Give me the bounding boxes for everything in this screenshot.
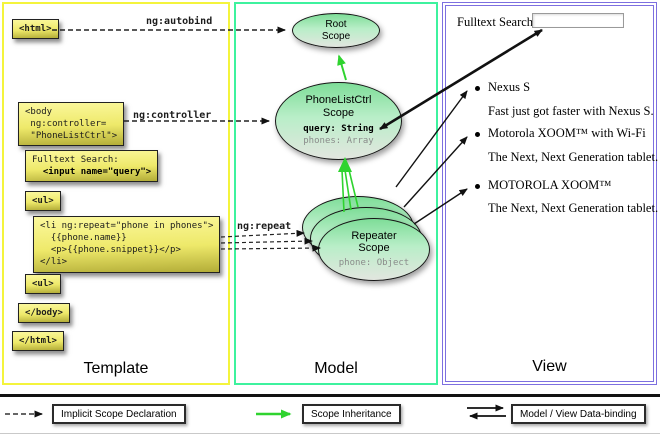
code-html-open: <html> bbox=[12, 19, 59, 40]
view-item-name: MOTOROLA XOOM™ bbox=[488, 178, 612, 192]
repeater-scope-title: Repeater Scope bbox=[351, 229, 397, 255]
phonelistctrl-scope-ellipse: PhoneListCtrl Scope query: String phones… bbox=[275, 82, 402, 160]
root-scope-title: Root Scope bbox=[321, 19, 351, 42]
ng-autobind-label: ng:autobind bbox=[146, 16, 213, 27]
code-ul-open-1: <ul> bbox=[25, 191, 61, 212]
model-panel-label: Model bbox=[314, 360, 358, 377]
ng-repeat-label: ng:repeat bbox=[237, 221, 292, 232]
legend-separator-line bbox=[0, 394, 660, 397]
code-ul-open-2: <ul> bbox=[25, 274, 61, 295]
code-fulltext-label: Fulltext Search: bbox=[32, 155, 119, 165]
view-panel: View bbox=[442, 2, 657, 385]
view-panel-label: View bbox=[532, 358, 567, 375]
legend-model-view-data-binding: Model / View Data-binding bbox=[511, 404, 646, 424]
fulltext-search-input[interactable] bbox=[532, 13, 624, 28]
code-input-tag: <input name="query"> bbox=[32, 167, 152, 178]
code-li-repeat: <li ng:repeat="phone in phones"> {{phone… bbox=[33, 216, 221, 273]
model-panel: Model bbox=[234, 2, 438, 385]
repeater-scope-ellipse-front: Repeater Scope phone: Object bbox=[318, 218, 430, 281]
bullet-icon bbox=[475, 184, 480, 189]
view-item-snippet: The Next, Next Generation tablet. bbox=[488, 150, 659, 164]
query-property: query: String bbox=[303, 124, 374, 135]
phone-property: phone: Object bbox=[338, 257, 410, 268]
code-fulltext-input: Fulltext Search: <input name="query"> bbox=[25, 150, 159, 183]
view-search-label: Fulltext Search: bbox=[457, 15, 537, 29]
code-html-close: </html> bbox=[12, 331, 64, 352]
code-body-open: <body ng:controller= "PhoneListCtrl"> bbox=[18, 102, 125, 147]
view-item-name: Nexus S bbox=[488, 80, 531, 94]
page-bottom-edge bbox=[0, 433, 660, 434]
legend-implicit-scope-declaration: Implicit Scope Declaration bbox=[52, 404, 186, 424]
bullet-icon bbox=[475, 132, 480, 137]
view-item-snippet: The Next, Next Generation tablet. bbox=[488, 201, 659, 215]
ng-controller-label: ng:controller bbox=[133, 110, 212, 121]
phonelistctrl-scope-title: PhoneListCtrl Scope bbox=[305, 94, 372, 119]
code-body-close: </body> bbox=[18, 303, 70, 324]
template-panel-label: Template bbox=[83, 360, 149, 377]
root-scope-ellipse: Root Scope bbox=[292, 13, 380, 48]
phones-property: phones: Array bbox=[303, 136, 374, 147]
view-item-name: Motorola XOOM™ with Wi-Fi bbox=[488, 126, 646, 140]
legend-scope-inheritance: Scope Inheritance bbox=[302, 404, 401, 424]
view-item-snippet: Fast just got faster with Nexus S. bbox=[488, 104, 654, 118]
bullet-icon bbox=[475, 86, 480, 91]
legend-double-arrow-icon bbox=[467, 404, 506, 420]
